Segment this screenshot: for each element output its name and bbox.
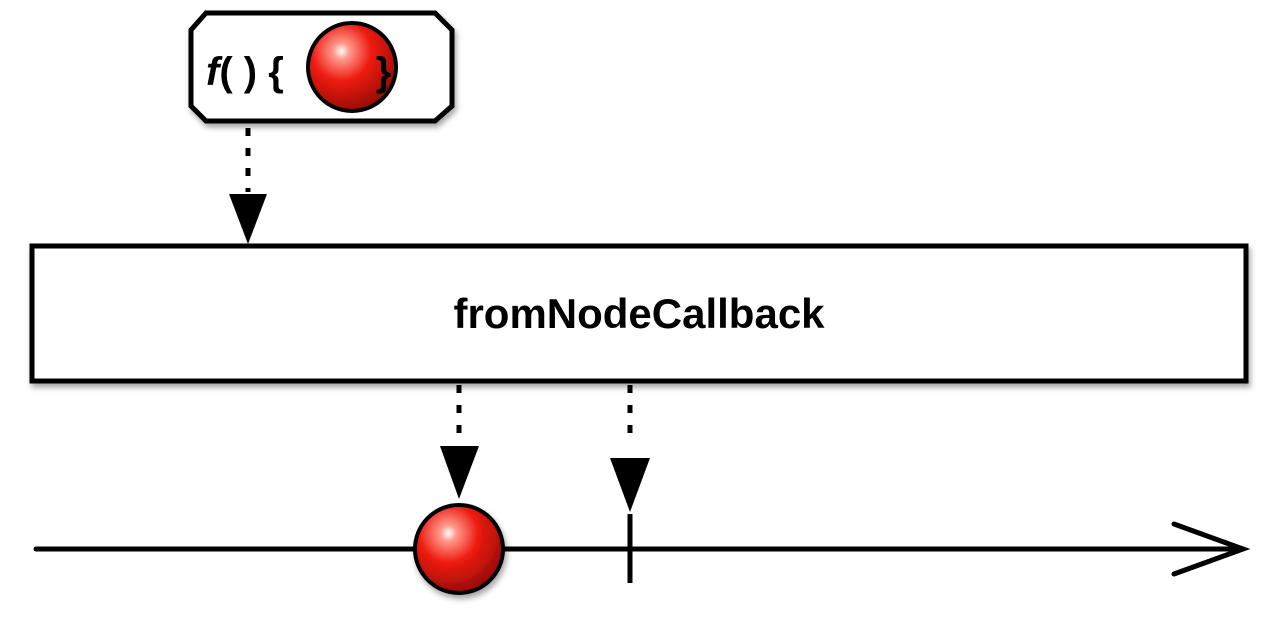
function-open-text: ( ) {	[219, 49, 284, 94]
input-arrowhead	[229, 194, 267, 244]
operator-box	[29, 243, 1249, 384]
function-f-letter: f	[206, 49, 220, 94]
timeline-arrowhead	[1171, 521, 1251, 577]
output-marble	[413, 503, 505, 595]
emit-arrowhead	[440, 446, 479, 499]
operator-label: fromNodeCallback	[453, 290, 825, 337]
function-close-text: }	[375, 49, 392, 94]
complete-arrowhead	[610, 458, 650, 512]
function-marble	[306, 21, 398, 113]
function-signature: f( ) {}	[206, 44, 391, 100]
